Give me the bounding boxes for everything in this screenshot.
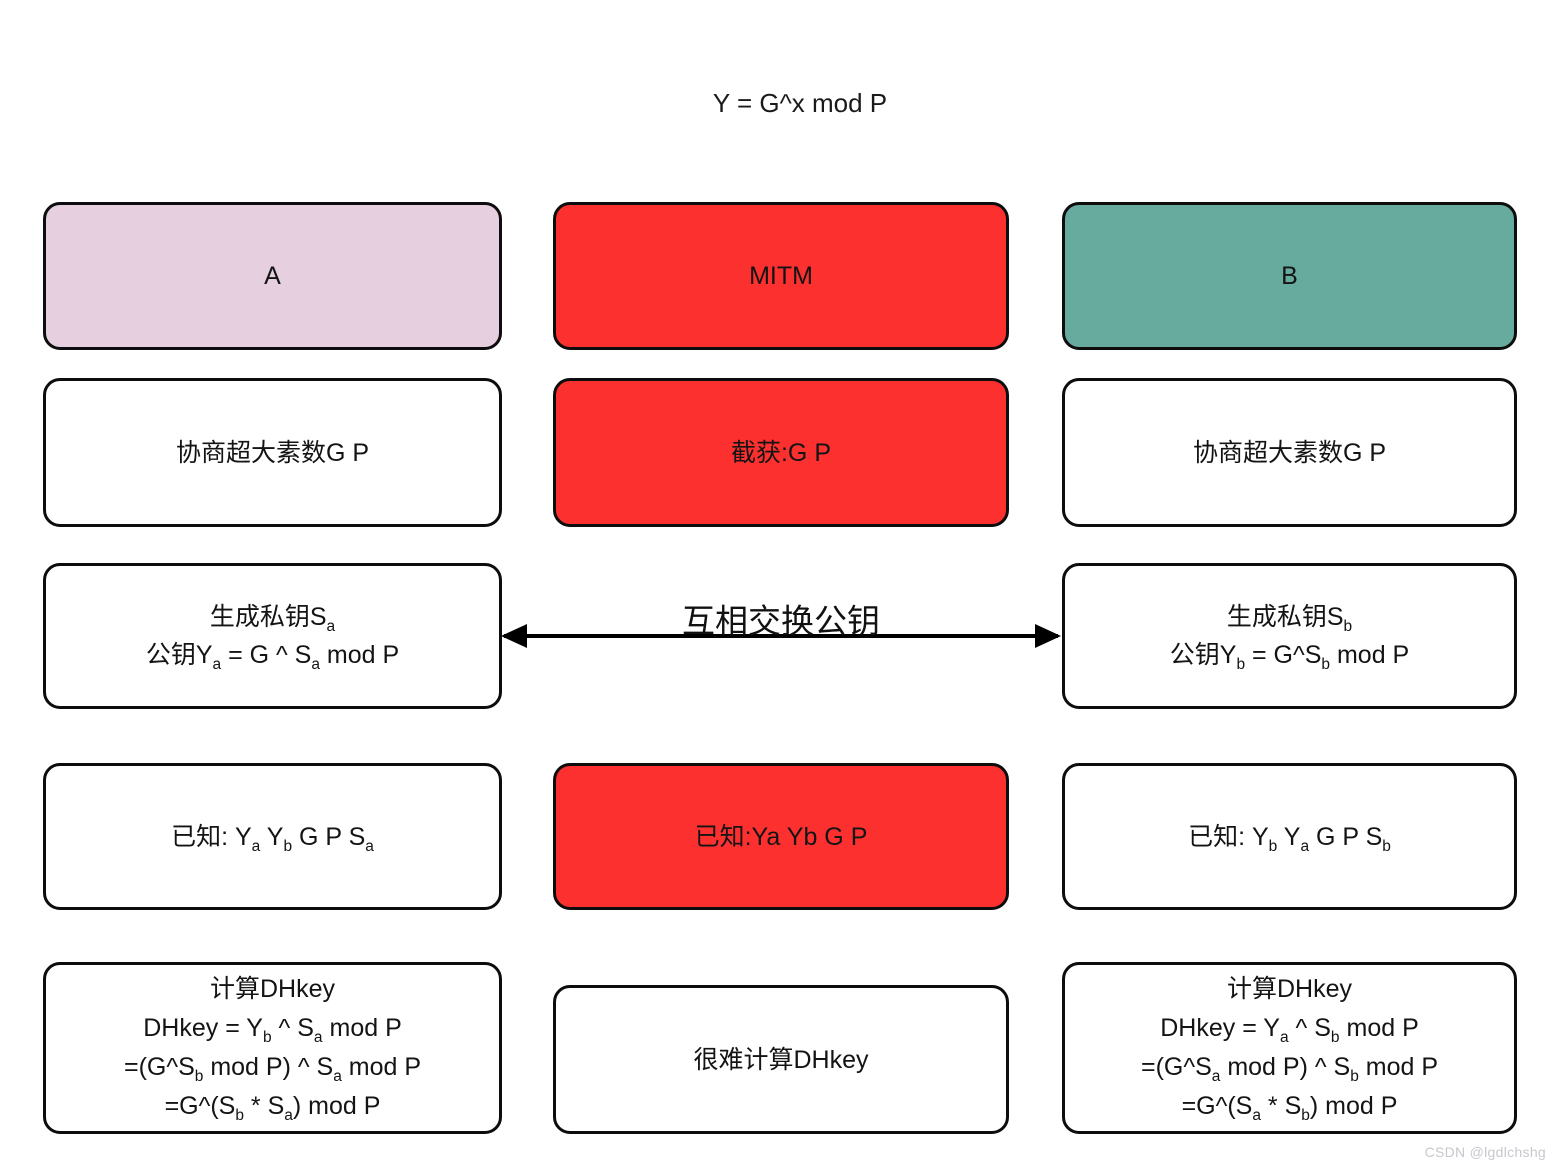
actor-a-label: A: [264, 262, 281, 290]
actor-b-box: B: [1062, 202, 1517, 350]
a-dhkey-line3: =(G^Sb mod P) ^ Sa mod P: [123, 1053, 422, 1085]
b-keygen-line1: 生成私钥Sb: [1226, 603, 1353, 635]
a-dhkey-line2: DHkey = Yb ^ Sa mod P: [143, 1014, 402, 1046]
a-dhkey-box: 计算DHkey DHkey = Yb ^ Sa mod P =(G^Sb mod…: [43, 962, 502, 1134]
b-dhkey-box: 计算DHkey DHkey = Ya ^ Sb mod P =(G^Sa mod…: [1062, 962, 1517, 1134]
a-known-text: 已知: Ya Yb G P Sa: [171, 822, 374, 855]
a-known-box: 已知: Ya Yb G P Sa: [43, 763, 502, 910]
b-keygen-line2: 公钥Yb = G^Sb mod P: [1169, 641, 1410, 673]
actor-b-label: B: [1281, 262, 1298, 290]
csdn-watermark: CSDN @lgdlchshg: [1424, 1144, 1546, 1160]
mitm-dhkey-box: 很难计算DHkey: [553, 985, 1009, 1134]
mitm-dhkey-text: 很难计算DHkey: [693, 1045, 869, 1074]
exchange-arrow-label: 互相交换公钥: [682, 602, 880, 640]
a-negotiate-text: 协商超大素数G P: [175, 438, 370, 467]
arrowhead-right-icon: [1035, 624, 1061, 648]
b-known-box: 已知: Yb Ya G P Sb: [1062, 763, 1517, 910]
b-dhkey-line1: 计算DHkey: [1226, 975, 1352, 1003]
b-negotiate-text: 协商超大素数G P: [1192, 438, 1387, 467]
mitm-known-box: 已知:Ya Yb G P: [553, 763, 1009, 910]
b-negotiate-box: 协商超大素数G P: [1062, 378, 1517, 527]
b-dhkey-line4: =G^(Sa * Sb) mod P: [1181, 1092, 1398, 1124]
public-key-exchange-arrow: 互相交换公钥: [501, 603, 1061, 648]
actor-mitm-label: MITM: [749, 262, 813, 290]
b-dhkey-line3: =(G^Sa mod P) ^ Sb mod P: [1140, 1053, 1439, 1085]
a-negotiate-box: 协商超大素数G P: [43, 378, 502, 527]
mitm-known-text: 已知:Ya Yb G P: [694, 822, 868, 851]
a-keygen-line1: 生成私钥Sa: [209, 603, 336, 635]
diagram-title: Y = G^x mod P: [712, 88, 888, 118]
a-keygen-line2: 公钥Ya = G ^ Sa mod P: [145, 641, 400, 673]
actor-a-box: A: [43, 202, 502, 350]
actor-mitm-box: MITM: [553, 202, 1009, 350]
b-dhkey-line2: DHkey = Ya ^ Sb mod P: [1160, 1014, 1419, 1046]
mitm-intercept-box: 截获:G P: [553, 378, 1009, 527]
mitm-intercept-text: 截获:G P: [730, 438, 831, 467]
arrowhead-left-icon: [501, 624, 527, 648]
a-dhkey-line4: =G^(Sb * Sa) mod P: [164, 1092, 381, 1124]
a-keygen-box: 生成私钥Sa 公钥Ya = G ^ Sa mod P: [43, 563, 502, 709]
b-known-text: 已知: Yb Ya G P Sb: [1188, 822, 1391, 855]
b-keygen-box: 生成私钥Sb 公钥Yb = G^Sb mod P: [1062, 563, 1517, 709]
a-dhkey-line1: 计算DHkey: [209, 975, 335, 1003]
